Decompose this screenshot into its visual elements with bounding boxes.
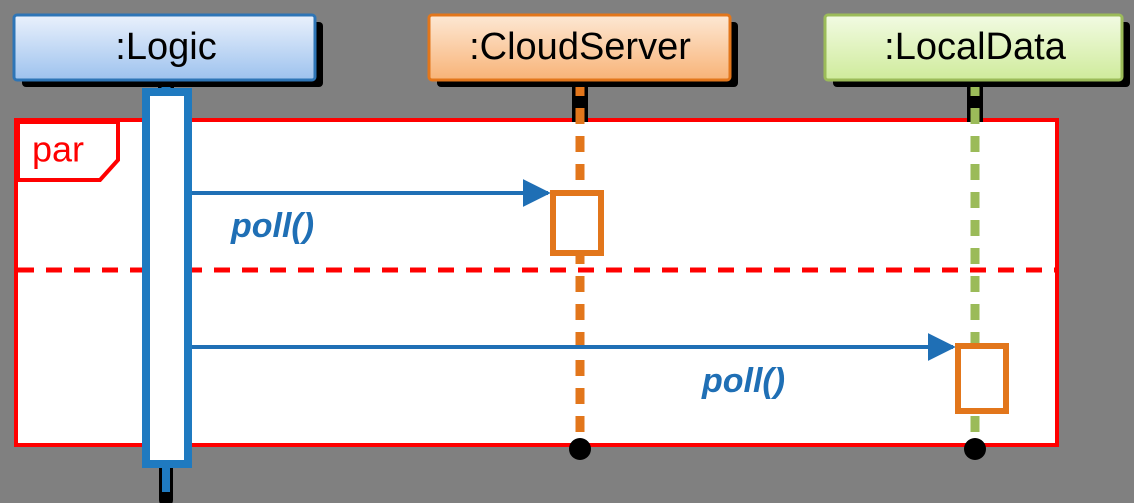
message-label-1: poll() xyxy=(230,207,314,245)
logic-header-box[interactable] xyxy=(12,13,317,82)
cloudserver-terminator-icon xyxy=(569,438,591,460)
cloudserver-header-label: :CloudServer xyxy=(469,26,691,68)
par-fragment-operator: par xyxy=(32,129,84,170)
logic-header-label: :Logic xyxy=(115,26,216,68)
localdata-header-label: :LocalData xyxy=(884,26,1067,68)
localdata-header-box[interactable] xyxy=(823,13,1124,82)
cloudserver-activation-box xyxy=(550,190,604,256)
cloudserver-header-box[interactable] xyxy=(427,13,732,82)
localdata-activation-box xyxy=(955,343,1009,414)
localdata-terminator-icon xyxy=(964,438,986,460)
message-label-2: poll() xyxy=(701,362,785,400)
logic-activation-box xyxy=(142,88,192,468)
par-fragment-label-shape xyxy=(16,120,120,182)
